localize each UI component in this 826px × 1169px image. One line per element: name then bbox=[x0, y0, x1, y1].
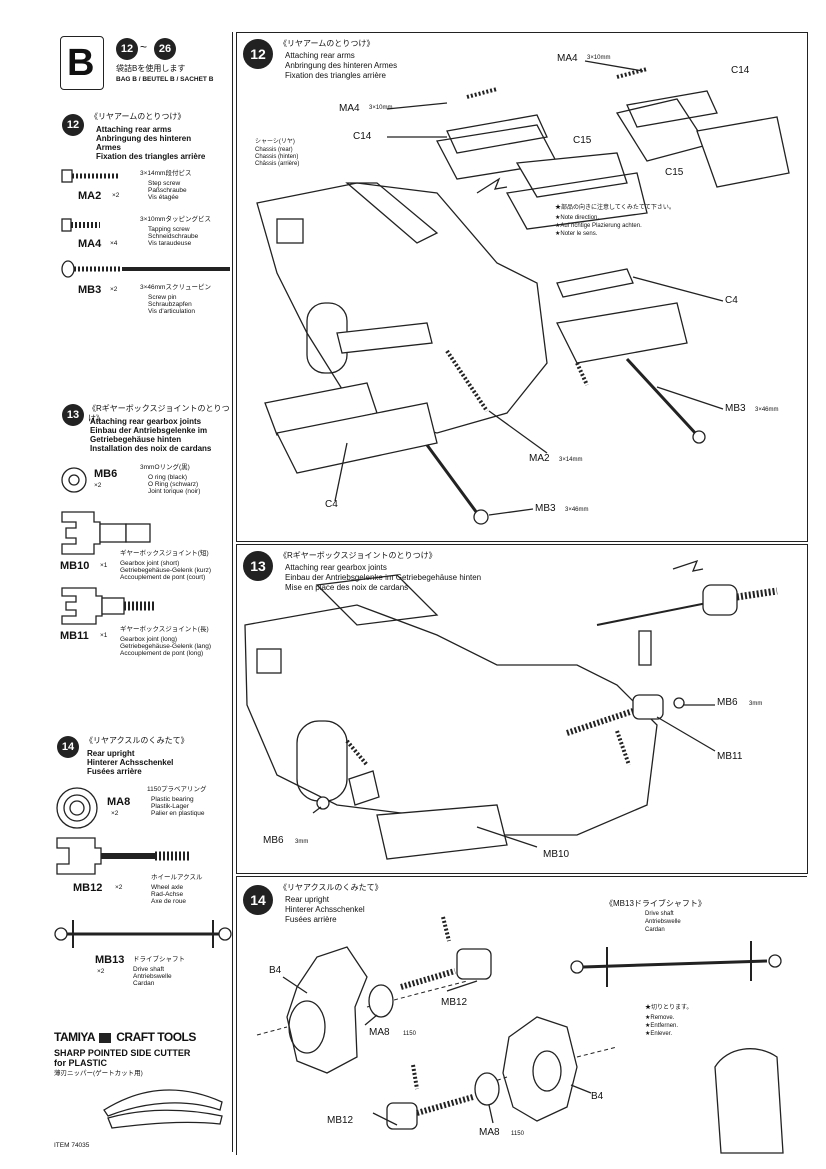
bag-icon: B bbox=[60, 36, 104, 90]
promo-side-cutter: TAMIYA CRAFT TOOLS SHARP POINTED SIDE CU… bbox=[54, 1030, 229, 1155]
sidebar-divider bbox=[232, 32, 233, 1152]
step-13-illustration bbox=[244, 559, 778, 860]
side-step-14: 14 《リヤアクスルのくみたて》 Rear upright Hinterer A… bbox=[54, 734, 232, 994]
tapping-screw-icon bbox=[61, 218, 100, 232]
step-14-badge: 14 bbox=[57, 736, 79, 758]
side-step-13: 13 《Rギヤーボックスジョイントのとりつけ》 Attaching rear g… bbox=[60, 404, 230, 657]
gearbox-joint-long-icon bbox=[61, 587, 156, 625]
bearing-icon bbox=[56, 787, 98, 829]
side-cutter-icon bbox=[103, 1089, 223, 1129]
bag-line: BAG B / BEUTEL B / SACHET B bbox=[116, 76, 214, 83]
step-14-main-badge: 14 bbox=[243, 885, 273, 915]
step-12-main-badge: 12 bbox=[243, 39, 273, 69]
screw-icon bbox=[61, 169, 120, 183]
step-13-badge: 13 bbox=[62, 404, 84, 426]
screw-pin-icon bbox=[61, 260, 230, 278]
bag-header: B 12 ~ 26 袋詰Bを使用します BAG B / BEUTEL B / S… bbox=[60, 36, 230, 96]
step-12-panel: 12 《リヤアームのとりつけ》 Attaching rear arms Anbr… bbox=[236, 32, 808, 542]
wheel-axle-icon bbox=[56, 837, 191, 875]
side-step-12: 12 《リヤアームのとりつけ》 Attaching rear arms Anbr… bbox=[60, 112, 230, 402]
step-13-main-badge: 13 bbox=[243, 551, 273, 581]
step-12-illustration bbox=[256, 60, 790, 525]
step-12-badge: 12 bbox=[62, 114, 84, 136]
gearbox-joint-icon bbox=[61, 511, 151, 555]
bag-jp: 袋詰Bを使用します bbox=[116, 64, 186, 73]
step-14-panel: 14 《リヤアクスルのくみたて》 Rear upright Hinterer A… bbox=[236, 876, 807, 1155]
step-13-panel: 13 《Rギヤーボックスジョイントのとりつけ》 Attaching rear g… bbox=[236, 544, 808, 874]
step-start-badge: 12 bbox=[116, 38, 138, 60]
drive-shaft-icon bbox=[54, 920, 232, 948]
o-ring-icon bbox=[61, 467, 87, 493]
step-end-badge: 26 bbox=[154, 38, 176, 60]
step-14-illustration bbox=[256, 916, 784, 1154]
